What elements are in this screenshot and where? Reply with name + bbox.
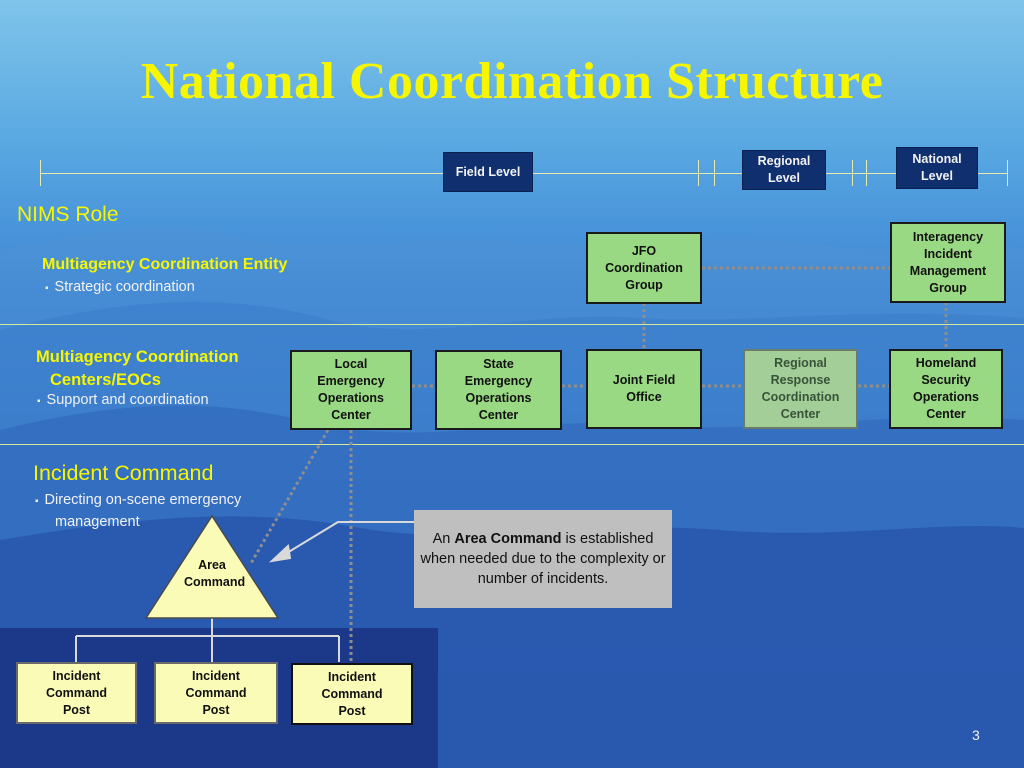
nims-role-heading: NIMS Role xyxy=(17,203,119,226)
timeline-tick xyxy=(1007,160,1008,186)
rrcc-box: Regional Response Coordination Center xyxy=(743,349,858,429)
field-level-label: Field Level xyxy=(443,152,533,192)
callout-bold: Area Command xyxy=(454,531,562,547)
macc-bullet: ▪ Support and coordination xyxy=(37,392,209,408)
ic-bullet-text-line2: management xyxy=(55,514,140,530)
iimg-box: Interagency Incident Management Group xyxy=(890,222,1006,303)
dotted-connector xyxy=(248,429,330,566)
bullet-marker: ▪ xyxy=(45,283,49,294)
macc-bullet-text: Support and coordination xyxy=(46,392,209,408)
area-command-callout: An Area Command is established when need… xyxy=(414,510,672,608)
macc-heading-line1: Multiagency Coordination xyxy=(36,348,239,366)
ic-bullet: ▪ Directing on-scene emergency management xyxy=(35,490,241,532)
macc-heading-line2: Centers/EOCs xyxy=(50,371,161,389)
ic-heading: Incident Command xyxy=(33,461,214,485)
incident-command-post-box: Incident Command Post xyxy=(154,662,278,724)
mace-heading: Multiagency Coordination Entity xyxy=(42,256,288,273)
timeline-tick xyxy=(40,160,41,186)
callout-text: An Area Command is established when need… xyxy=(420,529,666,589)
row-separator xyxy=(0,324,1024,325)
joint-field-office-box: Joint Field Office xyxy=(586,349,702,429)
ic-bullet-text-line1: Directing on-scene emergency xyxy=(44,492,242,508)
page-number: 3 xyxy=(972,727,980,743)
incident-command-post-box: Incident Command Post xyxy=(16,662,137,724)
timeline-tick xyxy=(698,160,699,186)
incident-command-post-box: Incident Command Post xyxy=(291,663,413,725)
mace-bullet: ▪ Strategic coordination xyxy=(45,279,195,295)
regional-level-label: Regional Level xyxy=(742,150,826,190)
mace-bullet-text: Strategic coordination xyxy=(54,279,195,295)
local-eoc-box: Local Emergency Operations Center xyxy=(290,350,412,430)
slide-title: National Coordination Structure xyxy=(140,53,884,110)
bullet-marker: ▪ xyxy=(35,496,39,507)
callout-arrow-head xyxy=(268,543,292,563)
area-command-triangle xyxy=(144,514,280,619)
callout-prefix: An xyxy=(432,531,455,547)
macc-heading: Multiagency Coordination Centers/EOCs xyxy=(36,346,239,392)
area-command-label: Area Command xyxy=(184,558,246,589)
timeline-tick xyxy=(714,160,715,186)
national-level-label: National Level xyxy=(896,147,978,189)
bullet-marker: ▪ xyxy=(37,396,41,407)
timeline-tick xyxy=(852,160,853,186)
state-eoc-box: State Emergency Operations Center xyxy=(435,350,562,430)
row-separator xyxy=(0,444,1024,445)
timeline-tick xyxy=(866,160,867,186)
callout-suffix: is established when needed due to the co… xyxy=(420,531,666,587)
callout-arrow xyxy=(281,521,414,557)
hsoc-box: Homeland Security Operations Center xyxy=(889,349,1003,429)
jfo-coordination-group-box: JFO Coordination Group xyxy=(586,232,702,304)
